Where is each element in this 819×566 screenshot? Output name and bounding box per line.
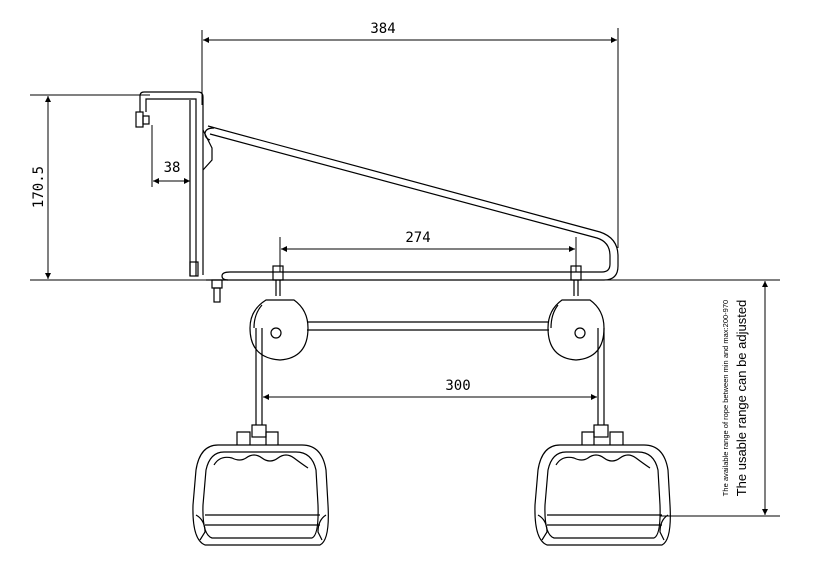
support-arm — [204, 125, 619, 281]
dimension-170-5: 170.5 — [30, 94, 190, 281]
dim-300-label: 300 — [445, 378, 470, 394]
dim-38-label: 38 — [164, 160, 181, 176]
dim-384-label: 384 — [370, 21, 395, 37]
dim-274-label: 274 — [405, 230, 430, 246]
wall-bracket — [135, 91, 223, 303]
dimension-300: 300 — [263, 378, 597, 400]
left-hanger-basket — [192, 424, 329, 546]
right-pulley — [547, 265, 605, 425]
rope-range-note-large: The usable range can be adjusted — [734, 300, 749, 497]
dimension-rope-range: The available range of rope between min … — [620, 279, 780, 517]
right-hanger-basket — [534, 424, 671, 546]
rope-range-note-small: The available range of rope between min … — [721, 300, 730, 496]
dimension-384: 384 — [201, 21, 619, 248]
dim-170-5-label: 170.5 — [31, 166, 47, 208]
left-pulley — [249, 265, 309, 425]
dimension-38: 38 — [151, 125, 190, 187]
pulley-connector-bar — [307, 321, 549, 331]
dimension-274: 274 — [279, 230, 577, 272]
